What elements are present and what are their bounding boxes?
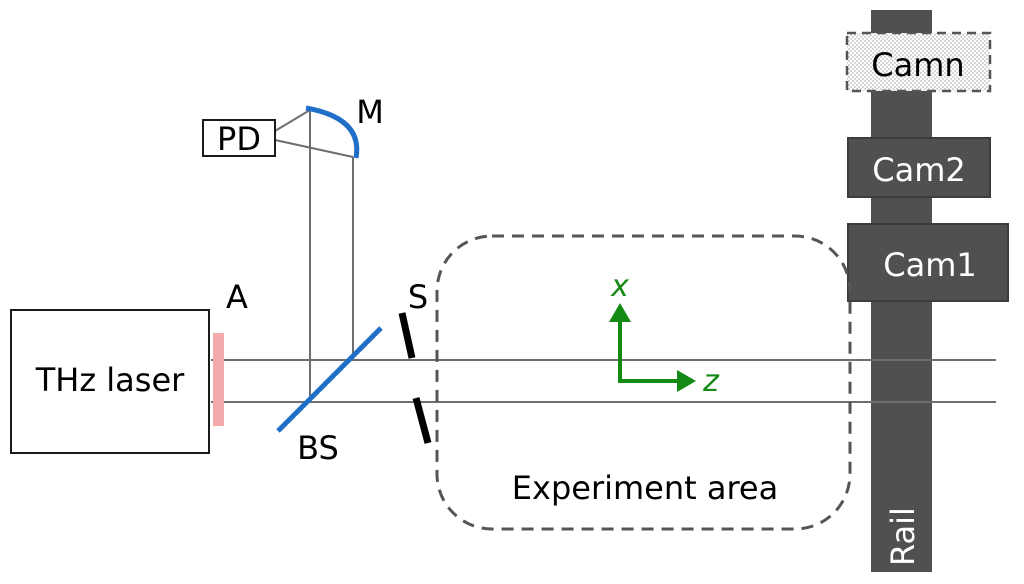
curved-mirror [305, 105, 360, 159]
rail-label: Rail [884, 507, 922, 566]
photodetector [202, 119, 276, 157]
camera-2-label: Cam2 [872, 151, 965, 189]
experiment-area-label: Experiment area [512, 469, 778, 507]
beam-to-pd-upper [274, 109, 311, 132]
photodetector-label: PD [217, 120, 261, 158]
camera-1 [847, 223, 1009, 302]
thz-laser-label: THz laser [35, 361, 185, 399]
axis-z-arrowhead [677, 370, 696, 392]
shutter-lower [412, 397, 432, 444]
aperture-label: A [226, 278, 248, 316]
thz-laser [10, 309, 210, 454]
beam-splitter-label: BS [297, 429, 339, 467]
axis-z-label: z [702, 364, 720, 399]
camera-1-label: Cam1 [883, 246, 976, 284]
aperture [213, 333, 224, 426]
camera-n [845, 31, 992, 93]
axis-x-label: x [610, 269, 629, 304]
beam-to-pd-lower [274, 139, 354, 158]
camera-n-label: Camn [871, 46, 964, 84]
mirror-label: M [356, 93, 384, 131]
axis-x-arrowhead [609, 303, 631, 322]
shutter-label: S [408, 278, 428, 316]
beam-splitter [276, 326, 383, 433]
experiment-area-outline [435, 234, 852, 531]
shutter-upper [398, 312, 416, 359]
camera-2 [847, 137, 991, 198]
